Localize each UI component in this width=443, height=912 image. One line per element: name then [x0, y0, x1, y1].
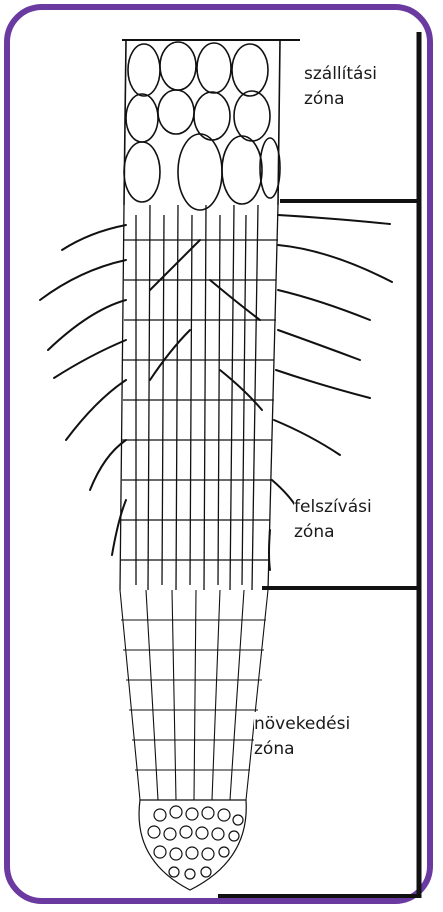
- zone-label-transport-line2: zóna: [304, 87, 377, 112]
- absorption-zone-cells: [120, 205, 278, 590]
- zone-label-absorption: felszívási zóna: [294, 495, 372, 545]
- zone-label-absorption-line1: felszívási: [294, 495, 372, 520]
- zone-label-absorption-line2: zóna: [294, 520, 372, 545]
- transport-zone-cells: [124, 40, 280, 210]
- zone-label-growth-line2: zóna: [254, 737, 350, 762]
- zone-label-transport: szállítási zóna: [304, 62, 377, 112]
- growth-zone-cells: [120, 590, 268, 800]
- zone-label-growth-line1: növekedési: [254, 712, 350, 737]
- zone-label-transport-line1: szállítási: [304, 62, 377, 87]
- root-cap: [139, 800, 246, 890]
- zone-label-growth: növekedési zóna: [254, 712, 350, 762]
- bracket-lines: [122, 32, 419, 898]
